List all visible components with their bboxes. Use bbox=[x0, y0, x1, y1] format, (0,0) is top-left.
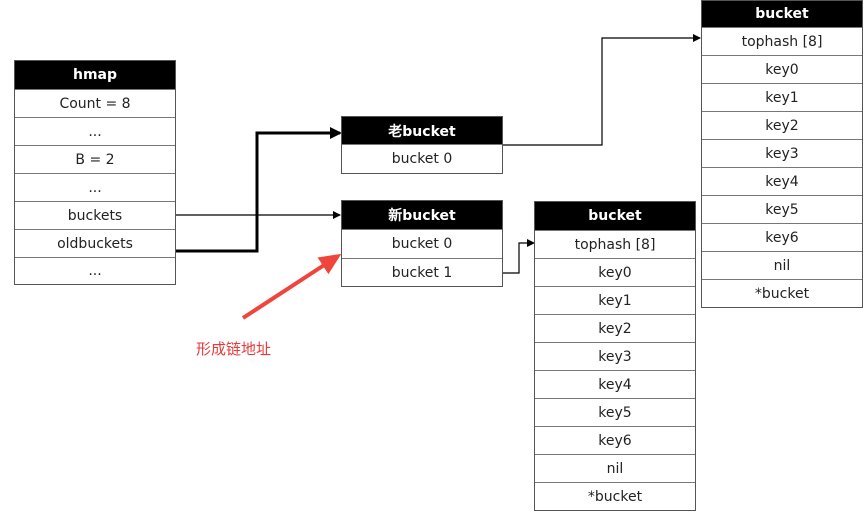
right-bucket-row-key: key4 bbox=[702, 167, 862, 195]
right-bucket-row-nil: nil bbox=[702, 251, 862, 279]
hmap-row-oldbuckets: oldbuckets bbox=[15, 229, 175, 257]
right-bucket-row-key: key6 bbox=[702, 223, 862, 251]
hmap-row-ellipsis: ... bbox=[15, 117, 175, 145]
middle-bucket-row-overflow: *bucket bbox=[535, 482, 695, 510]
chaining-annotation: 形成链地址 bbox=[196, 340, 272, 358]
hmap-row-buckets: buckets bbox=[15, 201, 175, 229]
old-bucket-row: bucket 0 bbox=[342, 144, 502, 173]
middle-bucket-row-tophash: tophash [8] bbox=[535, 230, 695, 258]
new-bucket-table: 新bucket bucket 0 bucket 1 bbox=[341, 200, 503, 287]
middle-bucket-row-nil: nil bbox=[535, 454, 695, 482]
old-bucket-table: 老bucket bucket 0 bbox=[341, 116, 503, 174]
hmap-row-b: B = 2 bbox=[15, 145, 175, 173]
middle-bucket-row-key: key2 bbox=[535, 314, 695, 342]
old-bucket-header: 老bucket bbox=[342, 117, 502, 144]
new-bucket-header: 新bucket bbox=[342, 201, 502, 229]
new-bucket-row-1: bucket 1 bbox=[342, 258, 502, 286]
new-bucket-row-0: bucket 0 bbox=[342, 229, 502, 258]
middle-bucket-header: bucket bbox=[535, 202, 695, 230]
right-bucket-row-overflow: *bucket bbox=[702, 279, 862, 307]
arrow-oldbuckets-to-old bbox=[175, 127, 342, 253]
arrow-old-to-right-bucket bbox=[502, 34, 701, 146]
hmap-header: hmap bbox=[15, 61, 175, 89]
arrow-new-to-middle-bucket bbox=[502, 239, 535, 274]
right-bucket-table: bucket tophash [8] key0 key1 key2 key3 k… bbox=[701, 0, 863, 308]
middle-bucket-row-key: key4 bbox=[535, 370, 695, 398]
right-bucket-row-tophash: tophash [8] bbox=[702, 27, 862, 55]
right-bucket-row-key: key5 bbox=[702, 195, 862, 223]
right-bucket-header: bucket bbox=[702, 1, 862, 27]
middle-bucket-table: bucket tophash [8] key0 key1 key2 key3 k… bbox=[534, 201, 696, 511]
middle-bucket-row-key: key5 bbox=[535, 398, 695, 426]
middle-bucket-row-key: key1 bbox=[535, 286, 695, 314]
hmap-row-ellipsis: ... bbox=[15, 257, 175, 284]
middle-bucket-row-key: key3 bbox=[535, 342, 695, 370]
right-bucket-row-key: key3 bbox=[702, 139, 862, 167]
middle-bucket-row-key: key6 bbox=[535, 426, 695, 454]
hmap-table: hmap Count = 8 ... B = 2 ... buckets old… bbox=[14, 60, 176, 285]
right-bucket-row-key: key1 bbox=[702, 83, 862, 111]
annotation-arrow bbox=[241, 253, 342, 320]
hmap-row-ellipsis: ... bbox=[15, 173, 175, 201]
right-bucket-row-key: key2 bbox=[702, 111, 862, 139]
middle-bucket-row-key: key0 bbox=[535, 258, 695, 286]
right-bucket-row-key: key0 bbox=[702, 55, 862, 83]
hmap-row-count: Count = 8 bbox=[15, 89, 175, 117]
